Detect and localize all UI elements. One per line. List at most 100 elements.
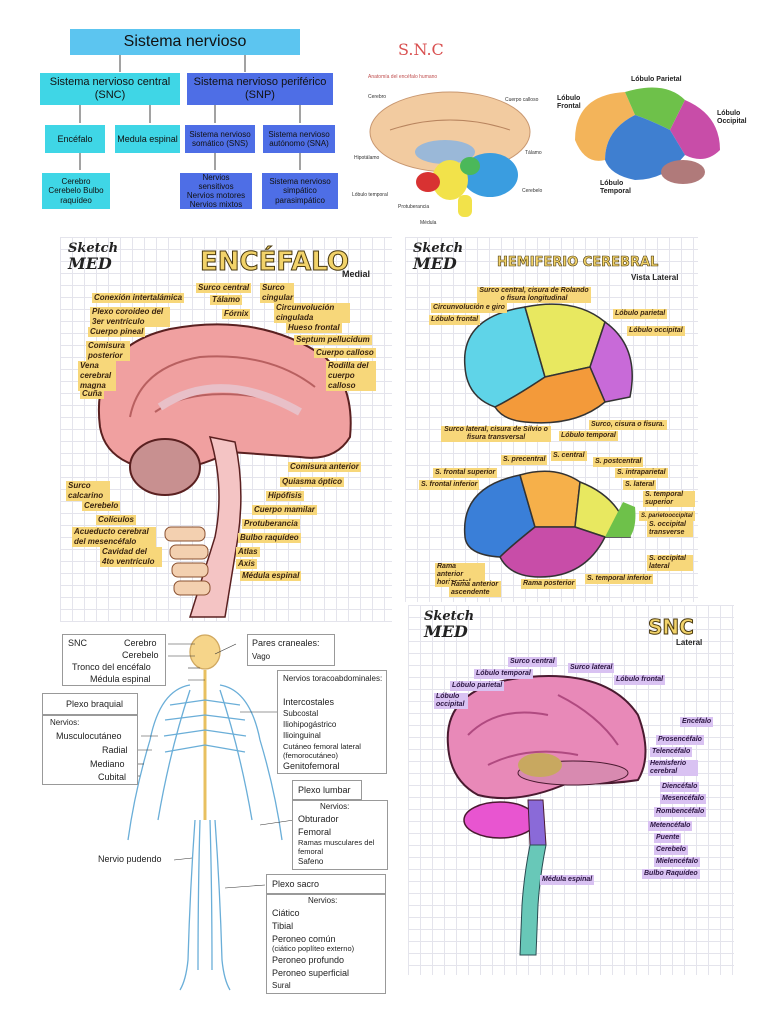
enc-label-comisura-ant: Comisura anterior <box>288 462 361 472</box>
hem-label-surco-cisura: Surco, cisura o fisura. <box>589 420 667 430</box>
snc-lat-label-prosencefalo: Prosencéfalo <box>656 735 704 745</box>
lobe-temporal-label: Lóbulo Temporal <box>600 180 631 195</box>
snc-lateral-panel: Sketch MED SNC Lateral Surco central Sur… <box>408 605 734 975</box>
hem-label-s-occipital-lat: S. occipital lateral <box>647 555 693 571</box>
snc-lat-label-lobulo-temporal: Lóbulo temporal <box>474 669 533 679</box>
lumbar-title: Plexo lumbar <box>298 785 351 795</box>
snc-lateral-subtitle: Lateral <box>676 638 703 647</box>
brand-med-2: MED <box>413 254 457 273</box>
hemisferio-subtitle: Vista Lateral <box>631 273 679 282</box>
encefalo-illustration <box>97 323 352 618</box>
autonomo-parts-node: Sistema nervioso simpático parasimpático <box>262 173 338 209</box>
enc-label-coliculos: Colículos <box>96 515 137 525</box>
anatomy-label-medula: Médula <box>420 220 437 226</box>
sacro-item-3: (ciático poplíteo externo) <box>272 944 355 953</box>
concept-chart: Sistema nervioso Sistema nervioso centra… <box>30 25 350 220</box>
snc-node: Sistema nervioso central (SNC) <box>40 73 180 105</box>
lumbar-item-1: Femoral <box>298 827 332 837</box>
somatico-parts-node: Nervios sensitivos Nervios motores Nervi… <box>180 173 252 209</box>
enc-label-fornix: Fórnix <box>222 309 251 319</box>
lumbar-item-2: Ramas musculares del femoral <box>298 838 375 856</box>
lumbar-item-0: Obturador <box>298 814 339 824</box>
anatomy-small-illustration <box>369 91 531 217</box>
snc-lateral-brand: Sketch MED <box>424 609 474 641</box>
snc-lat-label-lobulo-parietal: Lóbulo parietal <box>450 681 505 691</box>
toraco-item-3: Ilioinguinal <box>283 731 321 740</box>
lumbar-sub: Nervios: <box>320 802 350 811</box>
enc-label-cavidad: Cavidad del 4to ventrículo <box>100 547 162 567</box>
hem-label-surco-lateral: Surco lateral, cisura de Silvio o fisura… <box>441 426 551 442</box>
snc-lat-label-mielencefalo: Mielencéfalo <box>654 857 701 867</box>
hem-label-circunvolucion: Circunvolución e giro <box>431 303 507 313</box>
snc-lat-label-lobulo-occipital: Lóbulo occipital <box>434 693 468 709</box>
brand-med-1: MED <box>68 254 112 273</box>
hem-label-surco-central: Surco central, cisura de Rolando o fisur… <box>477 287 591 303</box>
snc-lat-label-encefalo: Encéfalo <box>680 717 714 727</box>
toraco-item-4: Cutáneo femoral lateral (femorocutáneo) <box>283 742 361 760</box>
enc-label-rodilla: Rodilla del cuerpo calloso <box>326 361 376 391</box>
autonomo-node: Sistema nervioso autónomo (SNA) <box>263 125 335 153</box>
sacro-item-2: Peroneo común <box>272 934 336 944</box>
hem-label-s-occipital-transv: S. occipital transverse <box>647 521 693 537</box>
hem-label-s-temporal-inf: S. temporal inferior <box>585 574 654 584</box>
braquial-title: Plexo braquial <box>66 699 124 709</box>
enc-label-atlas: Atlas <box>236 547 260 557</box>
hem-label-rama-ascendente: Rama anterior ascendente <box>449 581 501 597</box>
snc-lat-label-surco-central: Surco central <box>508 657 557 667</box>
enc-label-quiasma: Quiasma óptico <box>280 477 345 487</box>
anatomy-label-lobulo-temporal: Lóbulo temporal <box>352 192 388 198</box>
sacro-box <box>266 874 386 894</box>
enc-label-medula: Médula espinal <box>240 571 302 581</box>
brand-med-3: MED <box>424 622 468 641</box>
brand-sketch-2: Sketch <box>413 241 464 256</box>
enc-label-acueducto: Acueducto cerebral del mesencéfalo <box>72 527 156 547</box>
braquial-item-1: Radial <box>102 745 128 755</box>
hemisferio-panel: Sketch MED HEMIFERIO CEREBRAL Vista Late… <box>405 237 698 602</box>
sacro-item-5: Peroneo superficial <box>272 968 350 978</box>
anatomy-small-title: Anatomía del encéfalo humano <box>368 74 438 80</box>
enc-label-mamilar: Cuerpo mamilar <box>252 505 317 515</box>
hem-label-rama-posterior: Rama posterior <box>521 579 577 589</box>
snc-lateral-illustration <box>446 675 647 956</box>
hem-label-s-temporal-sup: S. temporal superior <box>643 491 695 507</box>
pudendo-label: Nervio pudendo <box>98 854 162 864</box>
hemisferio-title: HEMIFERIO CEREBRAL <box>497 255 659 271</box>
pares-title: Pares craneales: <box>252 638 320 648</box>
snc-lat-label-lobulo-frontal: Lóbulo frontal <box>614 675 666 685</box>
root-node: Sistema nervioso <box>70 29 300 55</box>
nerves-panel: SNC Cerebro Cerebelo Tronco del encéfalo… <box>40 630 390 1000</box>
enc-label-pineal: Cuerpo pineal <box>88 327 146 337</box>
encefalo-brand: Sketch MED <box>68 241 119 273</box>
nerves-body-illustration <box>127 634 295 991</box>
enc-label-cerebelo: Cerebelo <box>82 501 121 511</box>
braquial-item-2: Mediano <box>90 759 125 769</box>
snc-header: S.N.C <box>398 40 444 59</box>
medula-node: Medula espinal <box>115 125 180 153</box>
hemisferio-brand: Sketch MED <box>413 241 464 273</box>
enc-label-conexion: Conexión intertalámica <box>92 293 185 303</box>
snc-lat-label-telencefalo: Telencéfalo <box>650 747 693 757</box>
enc-label-plexo: Plexo coroideo del 3er ventrículo <box>90 307 170 327</box>
lobe-frontal-label: Lóbulo Frontal <box>557 95 581 110</box>
lumbar-box <box>292 780 362 800</box>
braquial-nervios-box <box>42 715 138 785</box>
snc-lateral-title: SNC <box>648 615 695 640</box>
somatico-node: Sistema nervioso somático (SNS) <box>185 125 255 153</box>
enc-label-axis: Axis <box>236 559 257 569</box>
hem-label-lobulo-parietal: Lóbulo parietal <box>613 309 668 319</box>
snc-lat-label-cerebelo: Cerebelo <box>654 845 688 855</box>
encefalo-parts-node: Cerebro Cerebelo Bulbo raquídeo <box>42 173 110 209</box>
enc-label-vena: Vena cerebral magna <box>78 361 116 391</box>
brand-sketch-1: Sketch <box>68 241 119 256</box>
encefalo-title: ENCÉFALO <box>199 247 350 278</box>
snc-lat-label-puente: Puente <box>654 833 682 843</box>
snc-item-cerebelo: Cerebelo <box>122 650 159 660</box>
lumbar-item-3: Safeno <box>298 857 324 866</box>
snc-box-label: SNC <box>68 638 88 648</box>
hem-label-s-lateral: S. lateral <box>623 480 657 490</box>
sacro-item-1: Tibial <box>272 921 294 931</box>
sacro-item-0: Ciático <box>272 908 300 918</box>
snc-item-medula: Médula espinal <box>90 674 151 684</box>
sacro-item-4: Peroneo profundo <box>272 955 345 965</box>
sacro-title: Plexo sacro <box>272 879 320 889</box>
